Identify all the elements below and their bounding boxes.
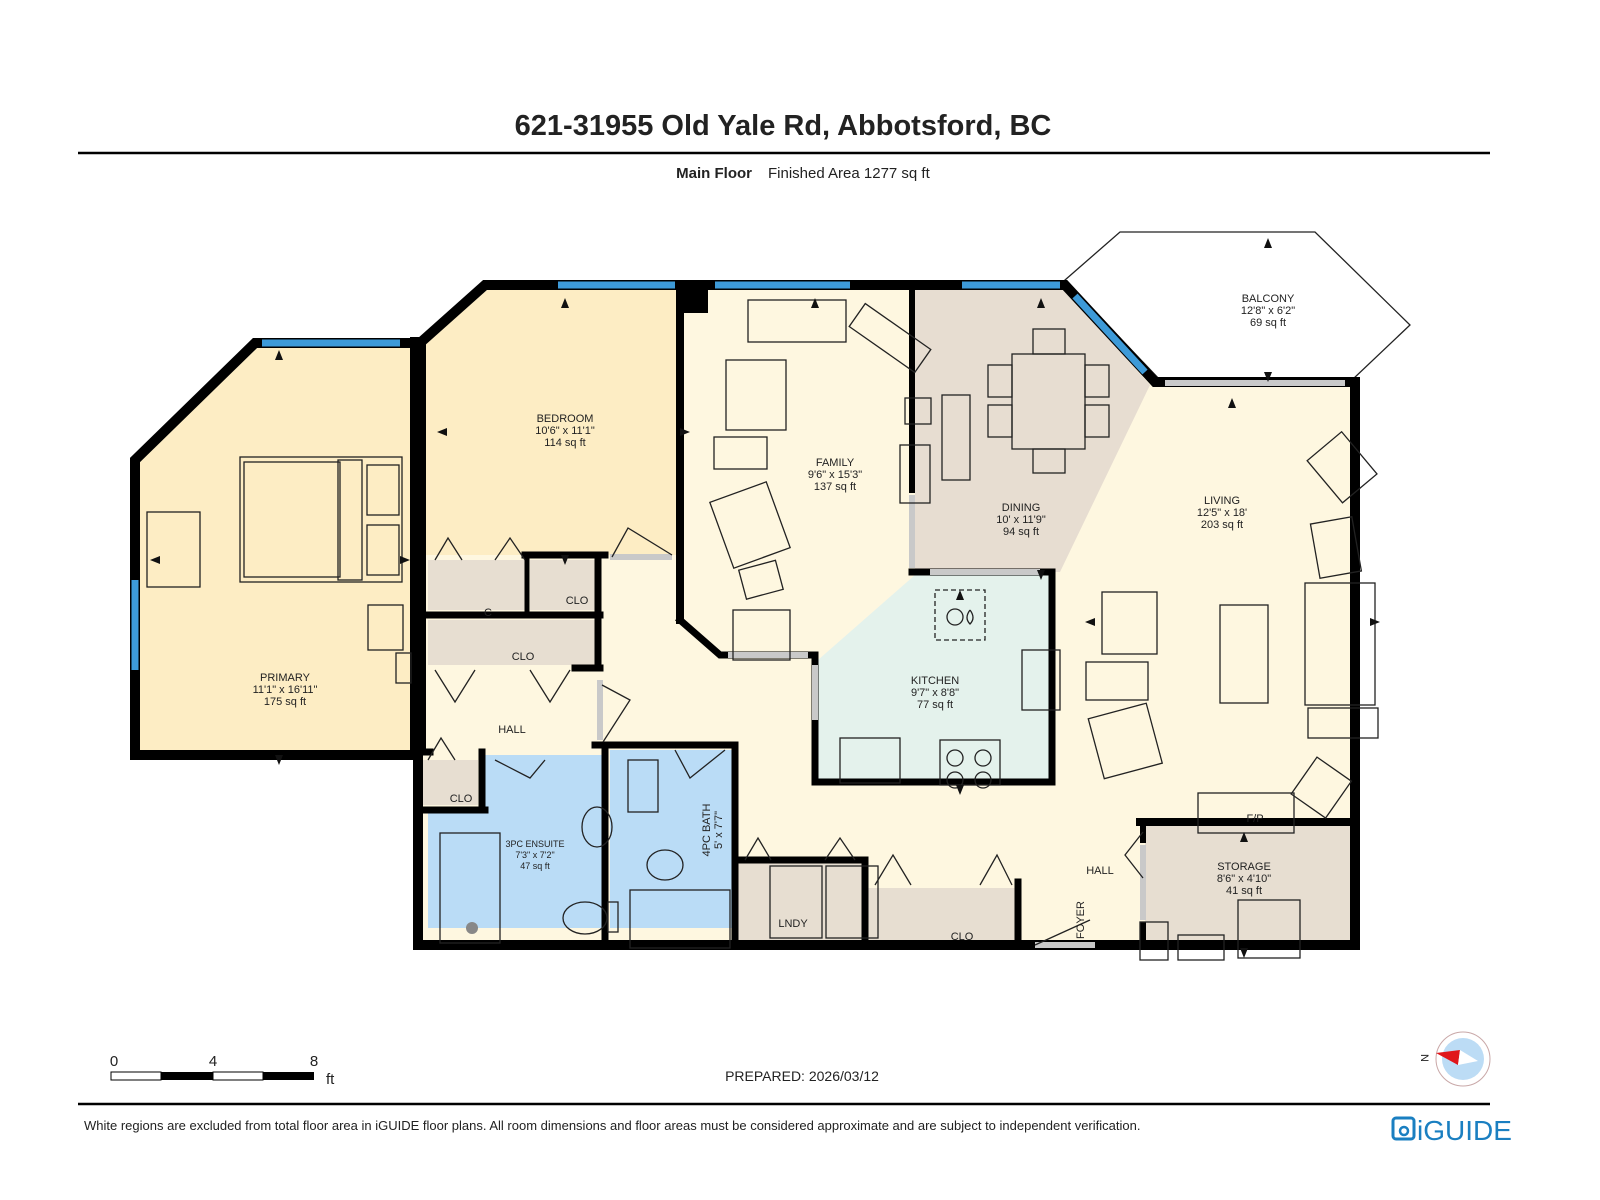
svg-text:11'1" x 16'11": 11'1" x 16'11"	[253, 684, 318, 696]
svg-text:77 sq ft: 77 sq ft	[917, 699, 953, 711]
svg-text:7'3" x 7'2": 7'3" x 7'2"	[515, 850, 554, 860]
compass-icon: N	[1418, 1031, 1491, 1087]
label-hall-west: HALL	[498, 724, 526, 736]
closet-1	[530, 560, 598, 610]
svg-text:BALCONY: BALCONY	[1242, 293, 1295, 305]
dimension-arrows	[150, 238, 1380, 958]
label-foyer: FOYER	[1075, 901, 1087, 939]
label-closet-4: CLO	[951, 931, 974, 943]
laundry	[738, 862, 863, 940]
svg-text:94 sq ft: 94 sq ft	[1003, 526, 1039, 538]
svg-text:BEDROOM: BEDROOM	[537, 413, 594, 425]
svg-text:LIVING: LIVING	[1204, 495, 1240, 507]
label-dining: DINING 10' x 11'9" 94 sq ft	[996, 502, 1046, 538]
page-title: 621-31955 Old Yale Rd, Abbotsford, BC	[515, 110, 1052, 142]
svg-text:DINING: DINING	[1002, 502, 1041, 514]
label-fireplace: F/P	[1246, 813, 1263, 825]
closet-c	[428, 560, 525, 610]
scale-bar: 0 4 8 ft	[110, 1053, 335, 1088]
floor-label: Main Floor	[676, 165, 752, 182]
closet-3	[423, 760, 478, 805]
closet-4	[868, 888, 1016, 940]
svg-text:12'5" x 18': 12'5" x 18'	[1197, 507, 1247, 519]
label-ensuite: 3PC ENSUITE 7'3" x 7'2" 47 sq ft	[505, 839, 564, 871]
svg-text:12'8" x 6'2": 12'8" x 6'2"	[1241, 305, 1295, 317]
room-ensuite	[428, 755, 602, 928]
disclaimer: White regions are excluded from total fl…	[84, 1118, 1140, 1133]
openings	[597, 495, 1146, 948]
room-storage	[1145, 825, 1350, 940]
svg-text:9'7" x 8'8": 9'7" x 8'8"	[911, 687, 959, 699]
svg-text:8: 8	[310, 1053, 318, 1070]
room-dining	[915, 290, 1150, 572]
svg-text:STORAGE: STORAGE	[1217, 861, 1271, 873]
label-living: LIVING 12'5" x 18' 203 sq ft	[1197, 495, 1247, 531]
label-balcony: BALCONY 12'8" x 6'2" 69 sq ft	[1241, 293, 1295, 329]
svg-text:4PC BATH: 4PC BATH	[701, 803, 713, 856]
svg-text:203 sq ft: 203 sq ft	[1201, 519, 1243, 531]
svg-text:69 sq ft: 69 sq ft	[1250, 317, 1286, 329]
prepared-date: PREPARED: 2026/03/12	[725, 1068, 879, 1084]
svg-text:4: 4	[209, 1053, 217, 1070]
label-primary: PRIMARY 11'1" x 16'11" 175 sq ft	[253, 672, 318, 708]
svg-text:N: N	[1418, 1054, 1430, 1062]
svg-text:175 sq ft: 175 sq ft	[264, 696, 306, 708]
label-family: FAMILY 9'6" x 15'3" 137 sq ft	[808, 457, 862, 493]
closet-2	[428, 620, 598, 665]
svg-text:137 sq ft: 137 sq ft	[814, 481, 856, 493]
room-bedroom	[425, 290, 680, 555]
svg-text:5' x 7'7": 5' x 7'7"	[713, 811, 725, 849]
svg-text:114 sq ft: 114 sq ft	[544, 437, 585, 449]
label-closet-c: C	[484, 607, 492, 619]
label-storage: STORAGE 8'6" x 4'10" 41 sq ft	[1217, 861, 1271, 897]
room-kitchen	[818, 575, 1050, 780]
svg-text:10' x 11'9": 10' x 11'9"	[996, 514, 1046, 526]
svg-text:PRIMARY: PRIMARY	[260, 672, 311, 684]
svg-text:ft: ft	[326, 1071, 335, 1088]
area-label: Finished Area 1277 sq ft	[768, 165, 931, 182]
svg-text:47 sq ft: 47 sq ft	[520, 861, 550, 871]
svg-text:10'6" x 11'1": 10'6" x 11'1"	[535, 425, 595, 437]
label-bedroom: BEDROOM 10'6" x 11'1" 114 sq ft	[535, 413, 595, 449]
label-kitchen: KITCHEN 9'7" x 8'8" 77 sq ft	[911, 675, 959, 711]
iguide-logo: iGUIDE	[1391, 1115, 1512, 1146]
label-closet-1: CLO	[566, 595, 589, 607]
svg-text:8'6" x 4'10": 8'6" x 4'10"	[1217, 873, 1271, 885]
room-4pc-bath	[610, 750, 732, 928]
svg-text:0: 0	[110, 1053, 118, 1070]
svg-text:iGUIDE: iGUIDE	[1417, 1115, 1512, 1146]
windows	[131, 281, 1148, 670]
label-closet-3: CLO	[450, 793, 473, 805]
svg-text:KITCHEN: KITCHEN	[911, 675, 959, 687]
label-laundry: LNDY	[778, 918, 808, 930]
label-4pc-bath: 4PC BATH 5' x 7'7"	[701, 803, 725, 856]
furniture	[146, 299, 1379, 961]
room-primary	[140, 348, 412, 750]
svg-text:9'6" x 15'3": 9'6" x 15'3"	[808, 469, 862, 481]
svg-text:FAMILY: FAMILY	[816, 457, 855, 469]
label-hall-east: HALL	[1086, 865, 1114, 877]
label-closet-2: CLO	[512, 651, 535, 663]
svg-text:41 sq ft: 41 sq ft	[1226, 885, 1262, 897]
doors[interactable]	[427, 527, 1144, 946]
svg-text:3PC ENSUITE: 3PC ENSUITE	[505, 839, 564, 849]
